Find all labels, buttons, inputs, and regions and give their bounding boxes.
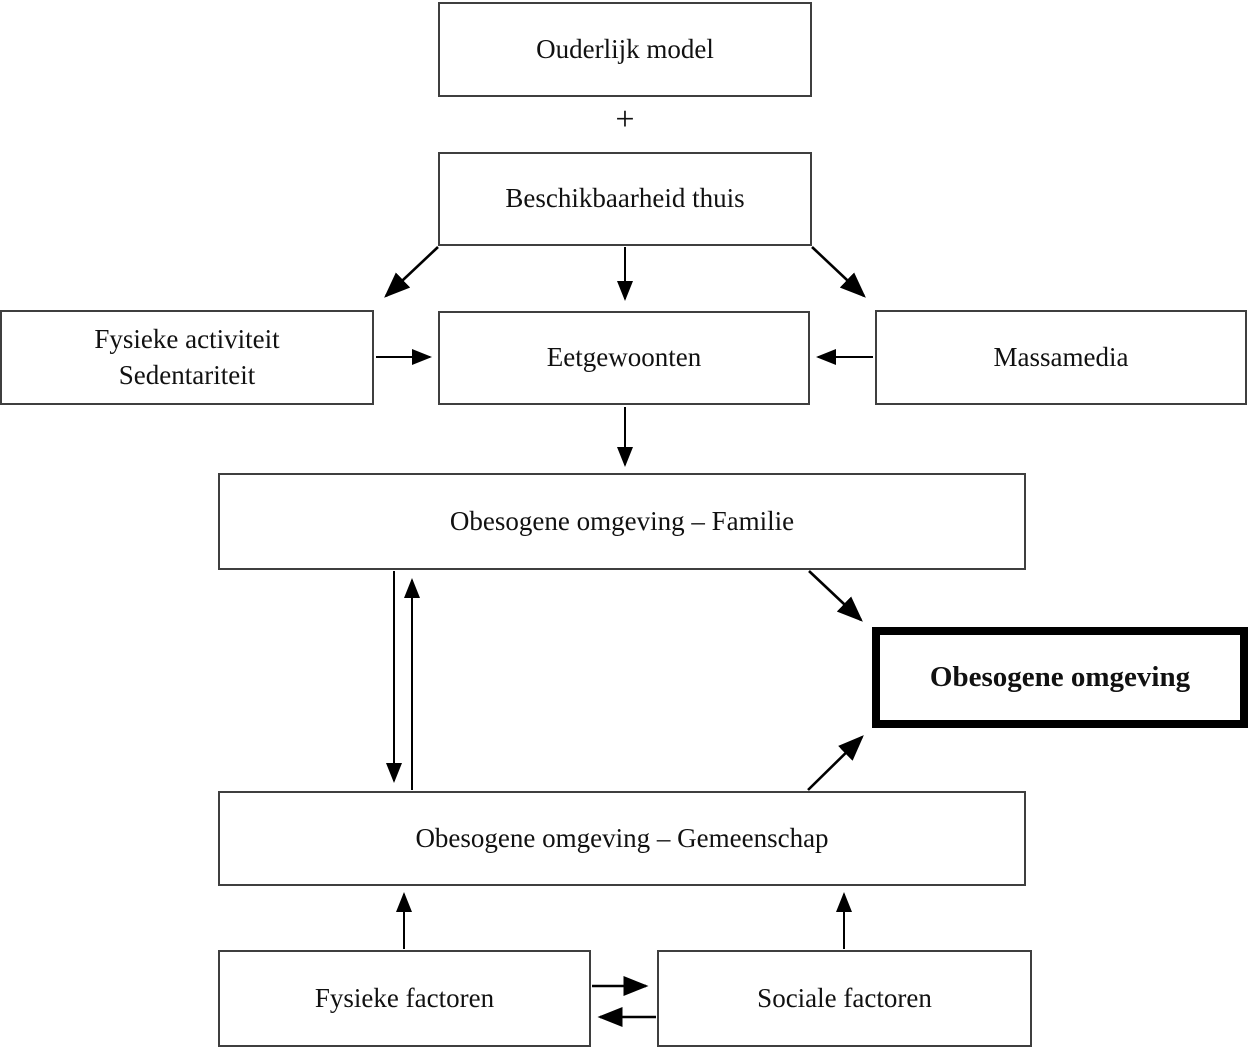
- node-sociale-factoren: Sociale factoren: [657, 950, 1032, 1047]
- arrow-gemeenschap-to-obesogene-omgeving-icon: [807, 735, 864, 791]
- node-eetgewoonten-label: Eetgewoonten: [546, 342, 702, 373]
- plus-operator: +: [615, 101, 635, 138]
- node-obesogene-omgeving-gemeenschap-label: Obesogene omgeving – Gemeenschap: [415, 822, 829, 853]
- node-fysieke-factoren: Fysieke factoren: [218, 950, 591, 1047]
- node-obesogene-omgeving: Obesogene omgeving: [872, 627, 1248, 728]
- node-sociale-factoren-label: Sociale factoren: [757, 982, 932, 1013]
- node-ouderlijk-model: Ouderlijk model: [438, 2, 812, 97]
- node-fysieke-activiteit-line2: Sedentariteit: [118, 359, 256, 390]
- node-beschikbaarheid-thuis-label: Beschikbaarheid thuis: [505, 183, 745, 214]
- node-obesogene-omgeving-familie: Obesogene omgeving – Familie: [218, 473, 1026, 570]
- node-massamedia: Massamedia: [875, 310, 1247, 405]
- node-fysieke-activiteit-sedentariteit: Fysieke activiteit Sedentariteit: [0, 310, 374, 405]
- node-massamedia-label: Massamedia: [993, 341, 1129, 372]
- arrow-familie-to-obesogene-omgeving-icon: [808, 570, 863, 622]
- arrow-beschikbaarheid-to-fysieke-activiteit-icon: [384, 246, 439, 298]
- arrow-beschikbaarheid-to-massamedia-icon: [811, 246, 866, 298]
- node-obesogene-omgeving-gemeenschap: Obesogene omgeving – Gemeenschap: [218, 791, 1026, 886]
- node-fysieke-activiteit-line1: Fysieke activiteit: [94, 324, 280, 355]
- node-fysieke-factoren-label: Fysieke factoren: [314, 982, 495, 1013]
- node-beschikbaarheid-thuis: Beschikbaarheid thuis: [438, 152, 812, 246]
- node-obesogene-omgeving-familie-label: Obesogene omgeving – Familie: [449, 505, 795, 536]
- node-obesogene-omgeving-label: Obesogene omgeving: [929, 660, 1191, 693]
- node-eetgewoonten: Eetgewoonten: [438, 311, 810, 405]
- node-ouderlijk-model-label: Ouderlijk model: [536, 33, 714, 64]
